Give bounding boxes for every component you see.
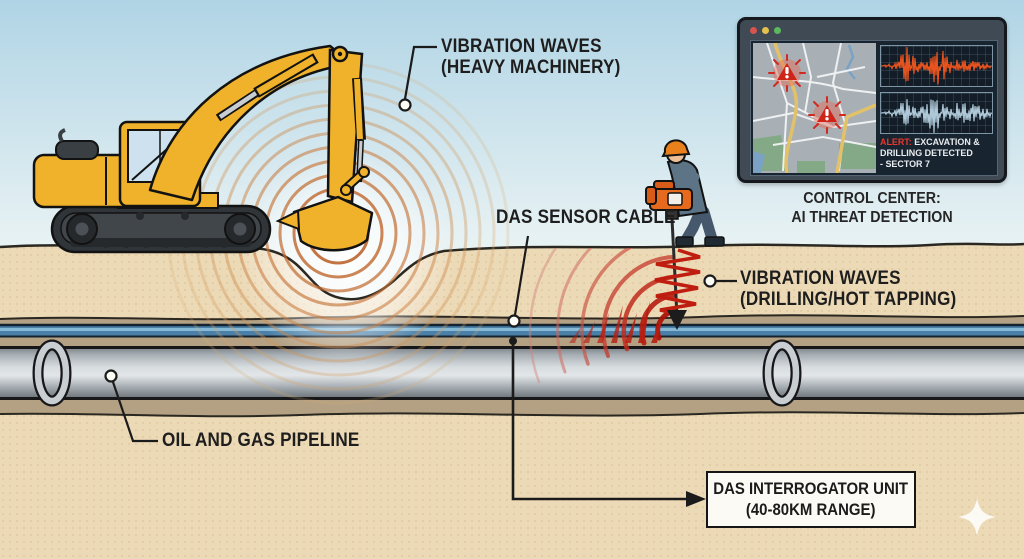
- label-line: (HEAVY MACHINERY): [441, 57, 621, 79]
- label-line: VIBRATION WAVES: [441, 36, 602, 57]
- alert-line: DRILLING DETECTED: [880, 148, 973, 160]
- sparkle-icon: [958, 498, 996, 536]
- label-line: VIBRATION WAVES: [740, 268, 901, 289]
- map-alert-icon: [808, 96, 846, 134]
- window-controls: [750, 27, 781, 34]
- label-das-cable: DAS SENSOR CABLE: [496, 207, 676, 228]
- window-dot-yellow-icon: [762, 27, 769, 34]
- waveform-panel-drilling: [880, 92, 993, 134]
- control-center-caption: CONTROL CENTER: AI THREAT DETECTION: [748, 190, 996, 228]
- label-vibration-machinery: VIBRATION WAVES (HEAVY MACHINERY): [441, 36, 620, 79]
- pipe-flange: [32, 339, 72, 407]
- caption-line: CONTROL CENTER:: [803, 190, 941, 207]
- label-vibration-drilling: VIBRATION WAVES (DRILLING/HOT TAPPING): [740, 268, 956, 311]
- caption-line: AI THREAT DETECTION: [791, 208, 953, 226]
- alert-prefix: ALERT:: [880, 137, 912, 148]
- das-interrogator-box: DAS INTERROGATOR UNIT (40-80KM RANGE): [706, 471, 916, 528]
- alert-line: - SECTOR 7: [880, 159, 930, 171]
- label-line: DAS INTERROGATOR UNIT: [713, 479, 909, 499]
- control-center-monitor: ALERT: EXCAVATION & DRILLING DETECTED - …: [737, 17, 1007, 183]
- worker-drilling: [645, 139, 725, 317]
- label-line: (40-80KM RANGE): [746, 499, 876, 519]
- waveform-panel-excavation: [880, 45, 993, 87]
- leader-lines: [104, 45, 737, 507]
- drill-zigzag: [654, 248, 701, 330]
- window-dot-green-icon: [774, 27, 781, 34]
- threat-map: [753, 43, 876, 173]
- label-line: OIL AND GAS PIPELINE: [162, 430, 360, 451]
- monitor-screen: ALERT: EXCAVATION & DRILLING DETECTED - …: [750, 40, 998, 176]
- label-line: DAS SENSOR CABLE: [496, 207, 676, 228]
- map-alert-icon: [768, 54, 806, 92]
- excavator: [32, 44, 374, 254]
- alert-message: ALERT: EXCAVATION & DRILLING DETECTED - …: [880, 137, 991, 171]
- window-dot-red-icon: [750, 27, 757, 34]
- label-pipeline: OIL AND GAS PIPELINE: [162, 430, 359, 451]
- pipe-flange: [762, 339, 802, 407]
- label-line: (DRILLING/HOT TAPPING): [740, 289, 957, 311]
- alert-line: ALERT: EXCAVATION &: [880, 137, 980, 148]
